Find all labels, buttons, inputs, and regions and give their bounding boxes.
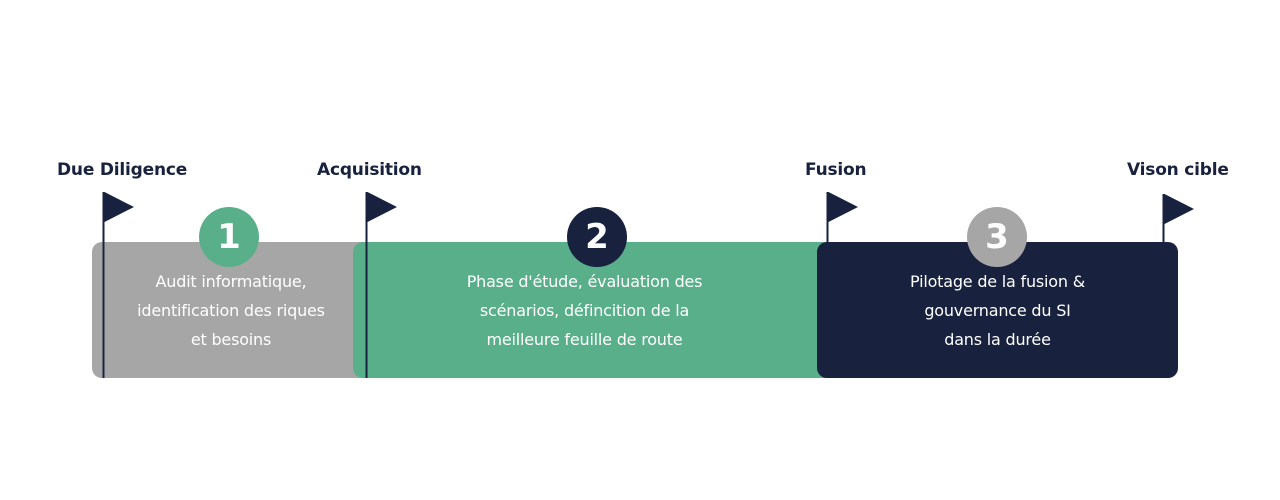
phase-1-number-badge: 1 [199, 207, 259, 267]
milestone-label-acquisition: Acquisition [317, 160, 422, 180]
milestone-label-vision-cible: Vison cible [1127, 160, 1229, 180]
phase-3-number-badge: 3 [967, 207, 1027, 267]
phase-2-number-badge: 2 [567, 207, 627, 267]
phase-2-line-2: scénarios, défincition de la [479, 301, 690, 320]
milestone-label-fusion: Fusion [805, 160, 867, 180]
phase-3-line-3: dans la durée [944, 330, 1051, 349]
phase-3-box: Pilotage de la fusion & gouvernance du S… [817, 242, 1178, 378]
phase-1-line-1: Audit informatique, [155, 272, 307, 291]
milestone-flag-icon-acquisition [365, 192, 397, 378]
phase-1-line-3: et besoins [190, 330, 272, 349]
milestone-flag-icon-vision-cible [1162, 194, 1194, 244]
milestone-flag-icon-fusion [826, 192, 858, 244]
phase-1-description: Audit informatique, identification des r… [92, 267, 370, 354]
phase-1-line-2: identification des riques [137, 301, 325, 320]
milestone-label-due-diligence: Due Diligence [57, 160, 188, 180]
phase-2-line-3: meilleure feuille de route [486, 330, 683, 349]
phase-3-line-2: gouvernance du SI [924, 301, 1071, 320]
phase-3-line-1: Pilotage de la fusion & [909, 272, 1085, 291]
phase-2-description: Phase d'étude, évaluation des scénarios,… [353, 267, 816, 354]
phase-2-line-1: Phase d'étude, évaluation des [466, 272, 703, 291]
phase-3-description: Pilotage de la fusion & gouvernance du S… [817, 267, 1178, 354]
milestone-flag-icon-due-diligence [102, 192, 134, 378]
